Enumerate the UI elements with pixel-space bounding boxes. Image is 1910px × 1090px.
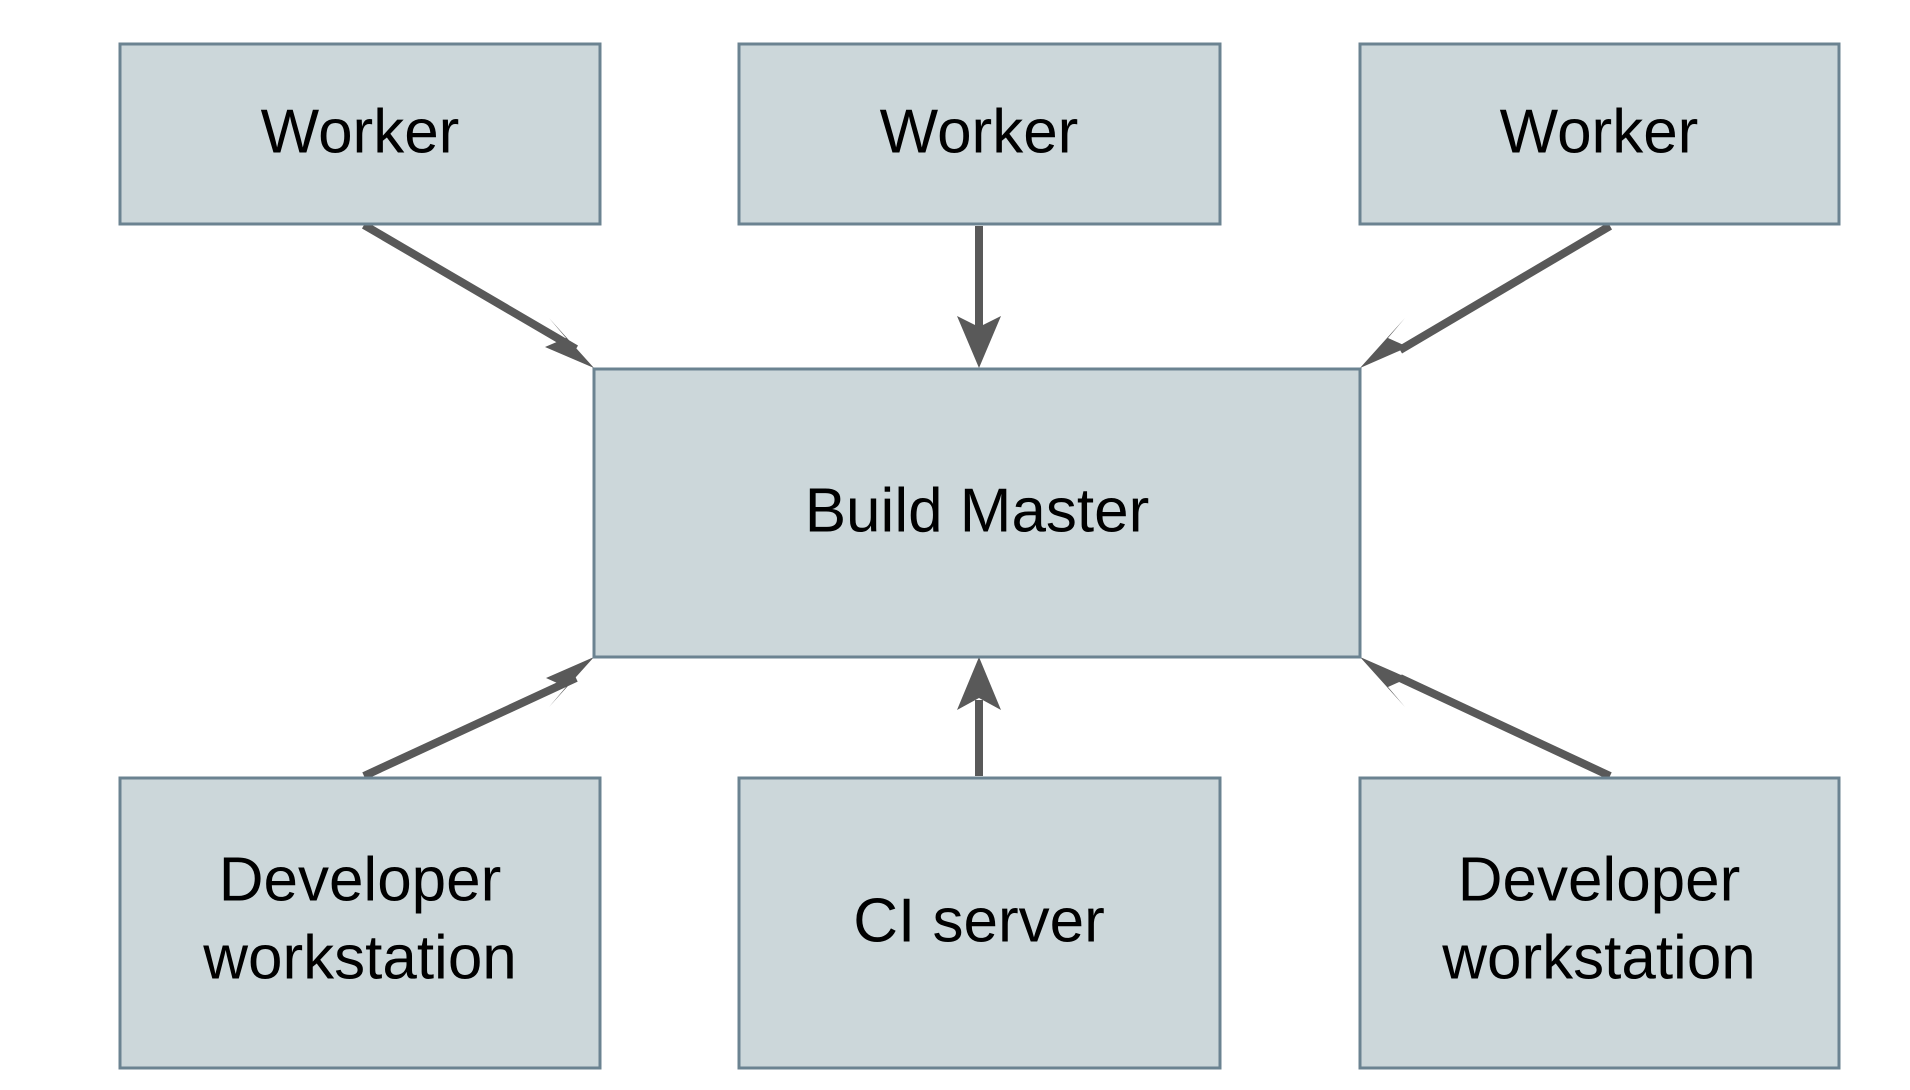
node-label-line-1: Developer	[1458, 845, 1741, 914]
edge-line	[361, 221, 579, 353]
node-label-line-2: workstation	[1441, 923, 1756, 992]
edge-line	[1398, 674, 1612, 780]
node-worker-center[interactable]: Worker	[737, 42, 1222, 226]
node-developer-workstation-right[interactable]: Developer workstation	[1358, 776, 1841, 1070]
node-box	[118, 776, 602, 1070]
arrowhead-icon	[546, 657, 594, 707]
node-box	[1358, 42, 1841, 226]
arrowhead-icon	[545, 318, 594, 368]
arrowhead-icon	[1360, 657, 1408, 707]
node-developer-workstation-left[interactable]: Developer workstation	[118, 776, 602, 1070]
node-box	[737, 42, 1222, 226]
arrowhead-icon	[1360, 318, 1408, 368]
node-label: Worker	[261, 97, 460, 166]
node-label: Worker	[1500, 97, 1699, 166]
node-label-line-2: workstation	[202, 923, 517, 992]
node-box	[737, 776, 1222, 1070]
edge-developer-workstation-right-to-build-master[interactable]	[1360, 657, 1612, 780]
arrowhead-icon	[957, 316, 1001, 368]
edge-worker-center-to-build-master[interactable]	[957, 226, 1001, 368]
node-box	[118, 42, 602, 226]
node-box	[592, 367, 1362, 659]
edge-developer-workstation-left-to-build-master[interactable]	[362, 657, 594, 780]
edge-line	[362, 674, 578, 780]
node-worker-right[interactable]: Worker	[1358, 42, 1841, 226]
edge-line	[1397, 222, 1613, 354]
arrowhead-icon	[957, 657, 1001, 710]
node-label: Worker	[880, 97, 1079, 166]
node-ci-server[interactable]: CI server	[737, 776, 1222, 1070]
node-label-line-1: Developer	[219, 845, 502, 914]
node-build-master[interactable]: Build Master	[592, 367, 1362, 659]
edge-worker-left-to-build-master[interactable]	[361, 221, 594, 368]
edge-worker-right-to-build-master[interactable]	[1360, 222, 1613, 368]
node-label: Build Master	[805, 476, 1150, 545]
node-box	[1358, 776, 1841, 1070]
edge-ci-server-to-build-master[interactable]	[957, 657, 1001, 776]
node-worker-left[interactable]: Worker	[118, 42, 602, 226]
node-label: CI server	[853, 886, 1104, 955]
